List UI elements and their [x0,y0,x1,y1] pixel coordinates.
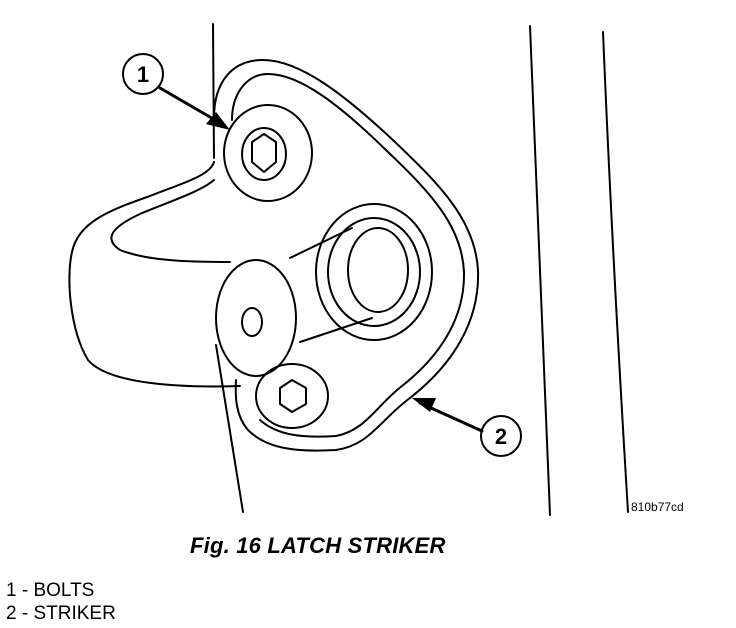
lower-bolt-head [255,363,329,429]
striker-plate-inner [231,73,466,438]
legend-row-striker: 2 - STRIKER [6,602,116,625]
legend-label: STRIKER [33,603,116,624]
striker-loop-end-hole [241,307,263,337]
lower-bolt-socket [279,379,307,413]
legend-separator: - [16,603,34,624]
striker-loop-end [215,259,297,377]
post-boss-hole [347,227,409,313]
striker-plate [213,59,480,452]
legend-number: 2 [6,603,17,624]
pillar-edge-left [212,23,244,513]
figure-caption: Fig. 16 LATCH STRIKER [190,533,446,558]
post-boss-inner [327,217,421,327]
legend: 1 - BOLTS 2 - STRIKER [6,579,116,625]
callout-2-circle [480,415,522,457]
striker-loop [68,161,241,388]
legend-number: 1 [6,580,17,601]
upper-bolt-socket [251,133,277,173]
post-boss-outer [315,203,433,341]
callout-1-number: 1 [137,62,149,87]
upper-bolt-head [241,127,287,181]
callout-1-arrowhead [206,112,230,130]
striker-pin [289,227,373,343]
callout-2-number: 2 [495,424,507,449]
upper-bolt-washer [223,104,313,202]
striker-loop-inner [110,179,231,263]
callout-2-arrowhead [412,398,436,412]
pillar-edge-right [602,31,629,513]
legend-label: BOLTS [33,580,95,601]
figure-code: 810b77cd [631,500,684,514]
legend-separator: - [16,580,34,601]
legend-row-bolts: 1 - BOLTS [6,579,116,602]
callout-1-circle [122,53,164,95]
pillar-edge-middle [529,25,551,516]
